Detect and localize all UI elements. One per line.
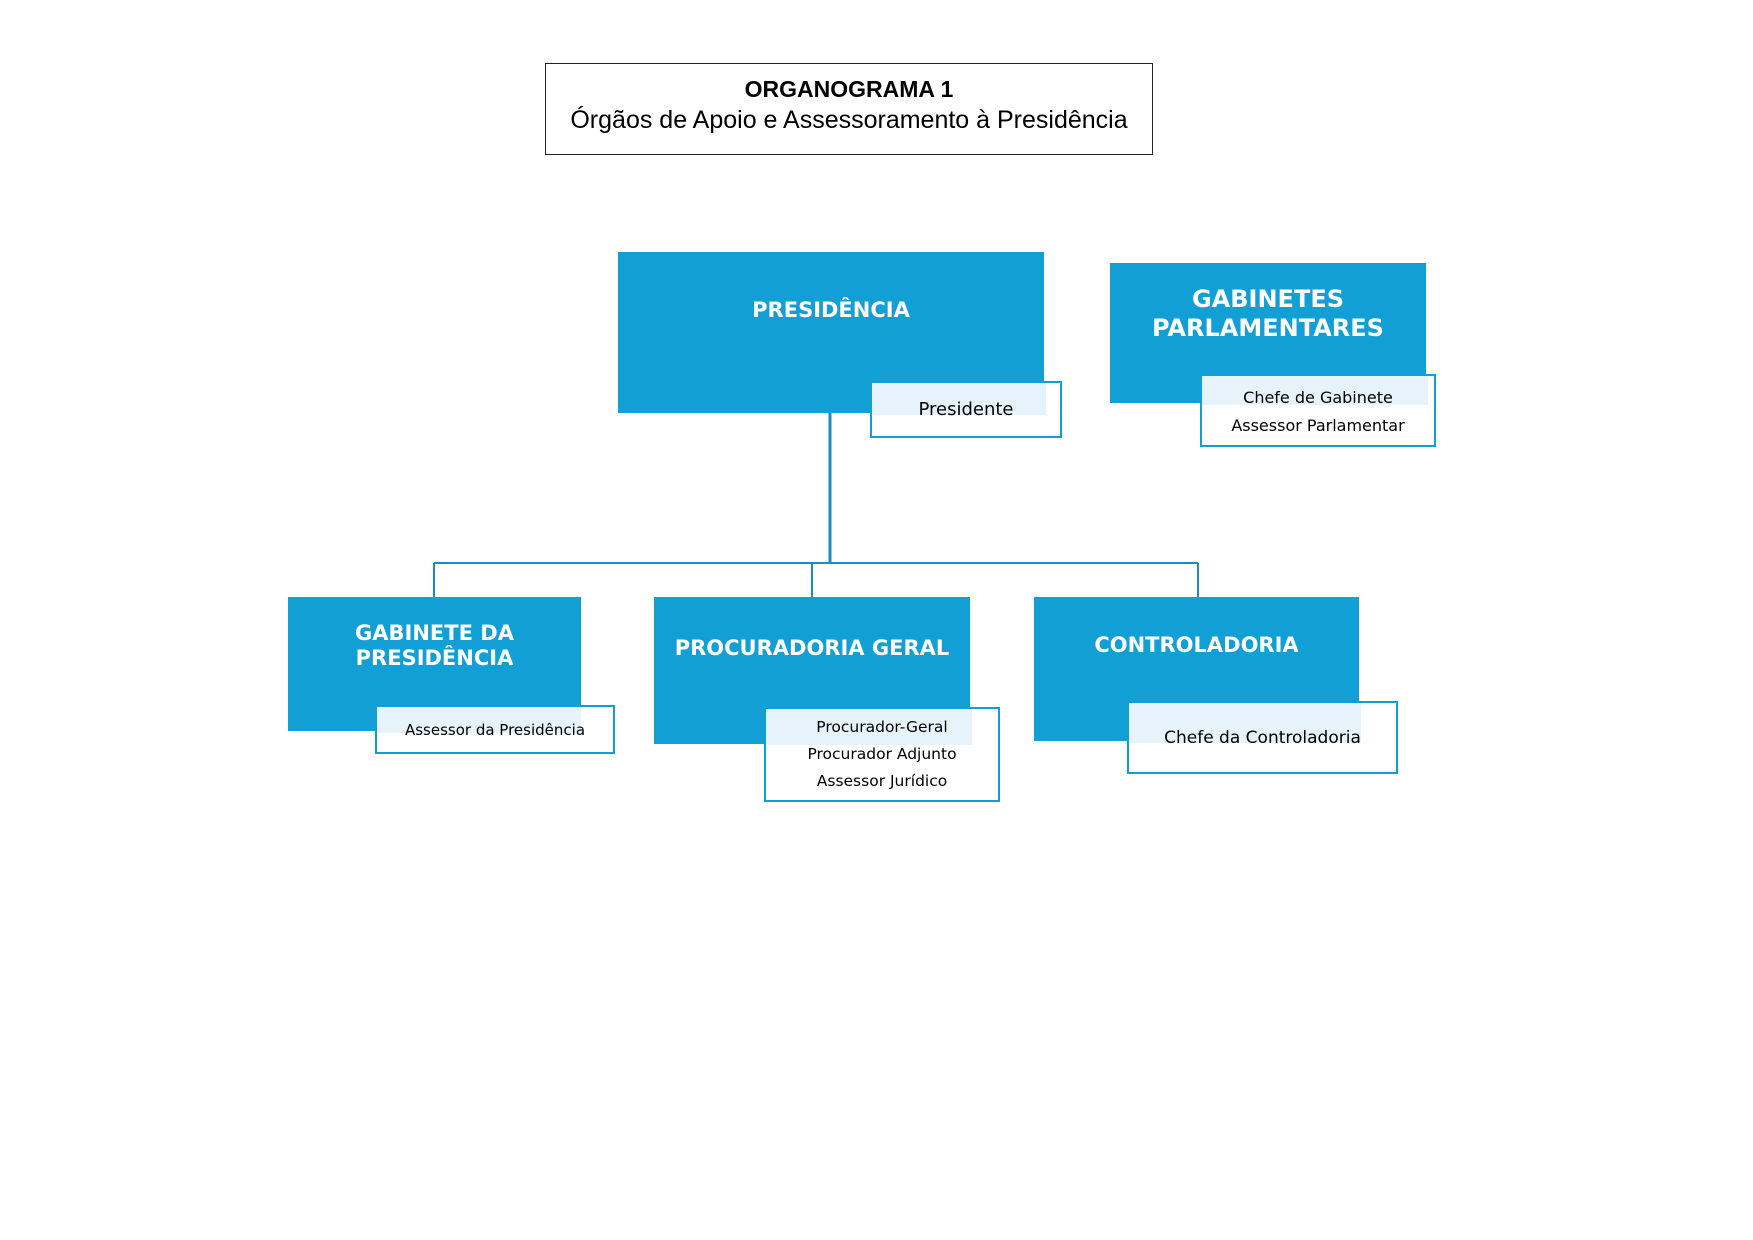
role-procurador-geral: Procurador-Geral [816, 718, 948, 736]
chart-subtitle: Órgãos de Apoio e Assessoramento à Presi… [570, 106, 1128, 134]
role-assessor-parlamentar: Assessor Parlamentar [1231, 415, 1405, 435]
unit-gabinete-da-presidencia-name: GABINETE DA PRESIDÊNCIA [355, 620, 514, 670]
roles-gabinete-da-presidencia: Assessor da Presidência [375, 705, 615, 754]
role-chefe-de-gabinete: Chefe de Gabinete [1243, 387, 1393, 407]
role-assessor-da-presidencia: Assessor da Presidência [404, 720, 586, 739]
chart-title: ORGANOGRAMA 1 [744, 76, 954, 102]
unit-controladoria-name: CONTROLADORIA [1094, 633, 1299, 658]
roles-presidencia: Presidente [870, 381, 1062, 438]
unit-procuradoria-geral-name: PROCURADORIA GERAL [674, 635, 950, 660]
role-procurador-adjunto: Procurador Adjunto [807, 745, 957, 763]
role-assessor-juridico: Assessor Jurídico [816, 772, 948, 790]
unit-gabinetes-parlamentares-name: GABINETES PARLAMENTARES [1152, 285, 1384, 342]
unit-presidencia-name: PRESIDÊNCIA [752, 297, 910, 322]
chart-header: ORGANOGRAMA 1 Órgãos de Apoio e Assessor… [545, 63, 1153, 155]
role-presidente: Presidente [918, 399, 1014, 420]
role-chefe-da-controladoria: Chefe da Controladoria [1164, 727, 1361, 748]
roles-procuradoria-geral: Procurador-Geral Procurador Adjunto Asse… [764, 707, 1000, 802]
roles-controladoria: Chefe da Controladoria [1127, 701, 1398, 774]
roles-gabinetes-parlamentares: Chefe de Gabinete Assessor Parlamentar [1200, 374, 1436, 447]
